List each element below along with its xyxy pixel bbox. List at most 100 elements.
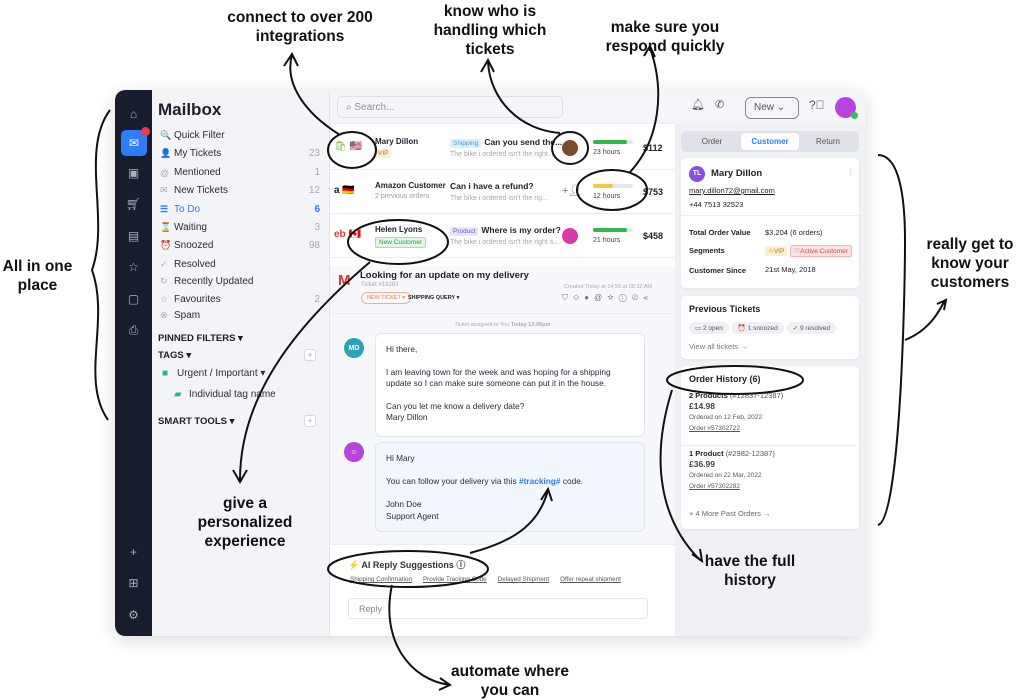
add-tag-button[interactable]: + — [304, 349, 316, 361]
ai-suggestion[interactable]: Provide Tracking Code — [422, 576, 487, 583]
tab-order[interactable]: Order — [701, 137, 723, 146]
notification-dot — [141, 127, 150, 136]
annotation-handling: know who is handling which tickets — [433, 3, 547, 58]
nav-item[interactable]: ↻Recently Updated — [160, 276, 254, 287]
active-customer-badge: ♡Active Customer — [790, 245, 852, 257]
assignee-avatar — [562, 228, 578, 244]
ai-suggestion[interactable]: Shipping Confirmation — [350, 576, 412, 583]
nav-item-icon: 🔍 — [160, 130, 172, 140]
settings-icon[interactable]: ⚙ — [128, 607, 139, 622]
nav-item-icon: ↻ — [160, 276, 168, 286]
ticket-tag: Shipping — [450, 139, 482, 148]
inbox-icon[interactable]: ⎙ — [128, 323, 139, 337]
agent-message: Hi Mary You can follow your delivery via… — [375, 442, 645, 532]
more-icon[interactable]: ⋮ — [847, 167, 855, 176]
panel-tabs: Order Customer Return — [681, 131, 859, 152]
assignee-avatar — [562, 140, 578, 156]
channel-icon: a 🇩🇪 — [334, 185, 355, 196]
assign-icon: +👤︎ — [562, 185, 583, 197]
category-dropdown[interactable]: SHIPPING QUERY ▾ — [408, 295, 460, 301]
add-smart-tool-button[interactable]: + — [304, 415, 316, 427]
status-dropdown[interactable]: NEW TICKET ▾ — [361, 292, 412, 304]
sla-bar — [593, 140, 633, 144]
customer-initials: TL — [689, 166, 705, 182]
channel-icon: eb 🇨🇦 — [334, 229, 361, 240]
home-icon[interactable]: ⌂ — [129, 106, 138, 121]
new-button[interactable]: New ⌄ — [745, 97, 799, 119]
since-value: 21st May, 2018 — [765, 265, 816, 274]
tab-customer[interactable]: Customer — [741, 133, 799, 150]
assigned-note: Ticket assigned to You Today 12:05pm — [454, 322, 551, 328]
nav-item-icon: ☆ — [160, 294, 169, 304]
nav-item[interactable]: ⊗Spam — [160, 310, 201, 321]
nav-item-icon: ⏰ — [160, 240, 172, 250]
smart-tools-header[interactable]: SMART TOOLS ▾ — [158, 416, 235, 427]
help-icon[interactable]: ?⃝ — [809, 98, 825, 112]
snoozed-pill[interactable]: ⏰ 1 snoozed — [731, 322, 784, 334]
customer-avatar: MD — [344, 338, 364, 358]
reply-input[interactable]: Reply — [348, 598, 648, 619]
ticket-detail: M Looking for an update on my delivery T… — [330, 266, 675, 636]
customer-name: Mary Dillon — [711, 168, 763, 179]
more-orders-link[interactable]: + 4 More Past Orders → — [689, 509, 771, 518]
tov-value: $3,204 (6 orders) — [765, 228, 823, 237]
nav-item[interactable]: 🔍Quick Filter — [160, 130, 225, 141]
nav-title: Mailbox — [158, 100, 222, 119]
apps-icon[interactable]: ⊞ — [128, 575, 139, 590]
previous-tickets-card: Previous Tickets ▭ 2 open⏰ 1 snoozed✓ 9 … — [681, 296, 859, 359]
chat-icon[interactable]: ▤ — [127, 228, 140, 243]
ticket-actions[interactable]: ⛉◇●@☆ⓘ⊘⋖ — [562, 293, 653, 302]
phone-icon[interactable]: ✆ — [715, 99, 725, 111]
star-icon[interactable]: ☆ — [128, 259, 139, 274]
channel-icon: 🛍︎ 🇺🇸 — [334, 141, 362, 152]
cart-icon[interactable]: 🛒︎ — [125, 196, 142, 211]
customer-email[interactable]: mary.dillon72@gmail.com — [689, 186, 775, 195]
tab-return[interactable]: Return — [815, 137, 840, 146]
add-user-icon[interactable]: + — [129, 544, 137, 559]
info-icon: ⓘ — [456, 560, 466, 570]
nav-item-icon: ⊗ — [160, 310, 168, 320]
ai-suggestion[interactable]: Offer repeat shipment — [560, 576, 621, 583]
tov-label: Total Order Value — [689, 228, 751, 237]
contacts-icon[interactable]: ▢ — [127, 291, 140, 306]
annotation-personalized: give a personalized experience — [197, 495, 293, 550]
nav-item-icon: ✓ — [160, 259, 168, 269]
resolved-pill[interactable]: ✓ 9 resolved — [786, 322, 837, 334]
ai-suggestion[interactable]: Delayed Shipment — [497, 576, 550, 583]
search-input[interactable]: ⌕ Search... — [337, 96, 563, 118]
sla-bar — [593, 228, 633, 232]
user-avatar[interactable] — [835, 97, 858, 119]
pinned-filters-header[interactable]: PINNED FILTERS ▾ — [158, 333, 243, 344]
icon-rail: ⌂ ✉ ▣ 🛒︎ ▤ ☆ ▢ ⎙ + ⊞ ⚙ — [115, 90, 152, 636]
gmail-icon: M — [338, 272, 351, 289]
nav-item[interactable]: ✓Resolved — [160, 259, 216, 270]
ticket-tag: Product — [450, 227, 479, 236]
tag-folder-urgent[interactable]: ■Urgent / Important ▾ — [162, 368, 266, 379]
ticket-subject: Looking for an update on my delivery — [360, 270, 529, 281]
ai-suggestions-title: ⚡ AI Reply Suggestions ⓘ — [348, 560, 466, 570]
annotation-integrations: connect to over 200 integrations — [227, 9, 373, 45]
view-all-tickets-link[interactable]: View all tickets → — [689, 342, 748, 351]
reports-icon[interactable]: ▣ — [127, 165, 140, 180]
tags-header[interactable]: TAGS ▾ — [158, 350, 192, 361]
tracking-code: #tracking# — [518, 476, 561, 486]
mail-icon[interactable]: ✉ — [121, 127, 150, 156]
tag-item[interactable]: ▰Individual tag name — [174, 389, 276, 400]
customer-card: TL Mary Dillon ⋮ mary.dillon72@gmail.com… — [681, 158, 859, 288]
bell-icon[interactable]: 🔔︎ — [691, 99, 705, 111]
annotation-history: have the full history — [704, 553, 796, 589]
open-pill[interactable]: ▭ 2 open — [689, 322, 729, 334]
